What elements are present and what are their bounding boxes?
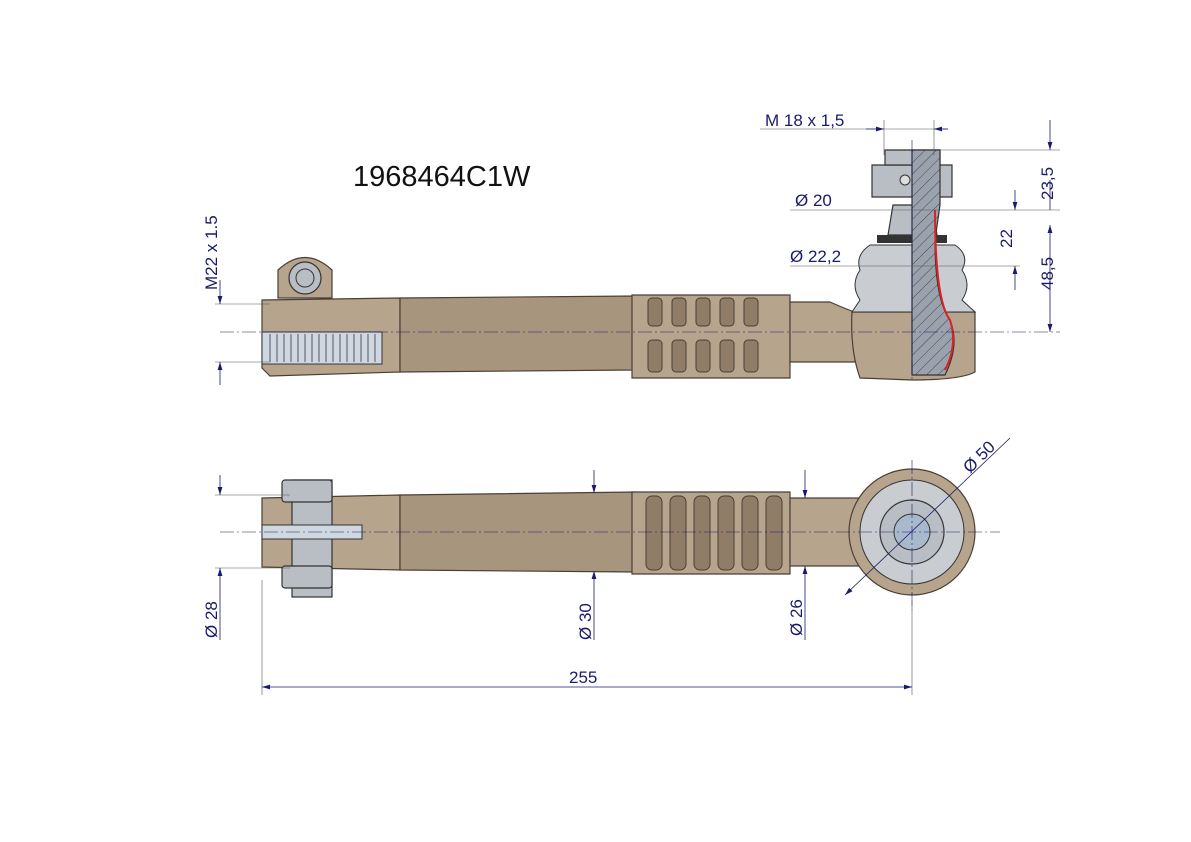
dim-neck-diameter: Ø 26 — [787, 599, 806, 636]
side-view — [220, 140, 1060, 381]
dim-height-nut: 23,5 — [1038, 167, 1057, 200]
dim-stud-diameter-boot: Ø 22,2 — [790, 247, 841, 266]
dimension-lines — [215, 120, 1060, 695]
dimension-labels: M 18 x 1,5 Ø 20 Ø 22,2 23,5 22 48,5 M22 … — [202, 111, 1057, 687]
clamp-bolt-head — [288, 261, 322, 295]
dim-clamp-diameter: Ø 28 — [202, 601, 221, 638]
grease-seal — [934, 209, 955, 371]
part-number: 1968464C1W — [353, 161, 531, 193]
dim-stud-diameter-top: Ø 20 — [795, 191, 832, 210]
dim-tube-diameter: Ø 30 — [576, 603, 595, 640]
top-view — [220, 460, 1000, 610]
bolt-head — [281, 479, 333, 503]
dim-height-stud: 48,5 — [1038, 257, 1057, 290]
dim-height-taper: 22 — [997, 229, 1016, 248]
tube — [399, 295, 636, 373]
bolt-nut — [281, 565, 333, 589]
dim-stud-thread: M 18 x 1,5 — [765, 111, 844, 130]
dim-overall-length: 255 — [569, 668, 597, 687]
dim-eye-diameter: Ø 50 — [959, 437, 998, 476]
dim-rod-thread: M22 x 1.5 — [202, 215, 221, 290]
thread-section — [261, 331, 383, 365]
